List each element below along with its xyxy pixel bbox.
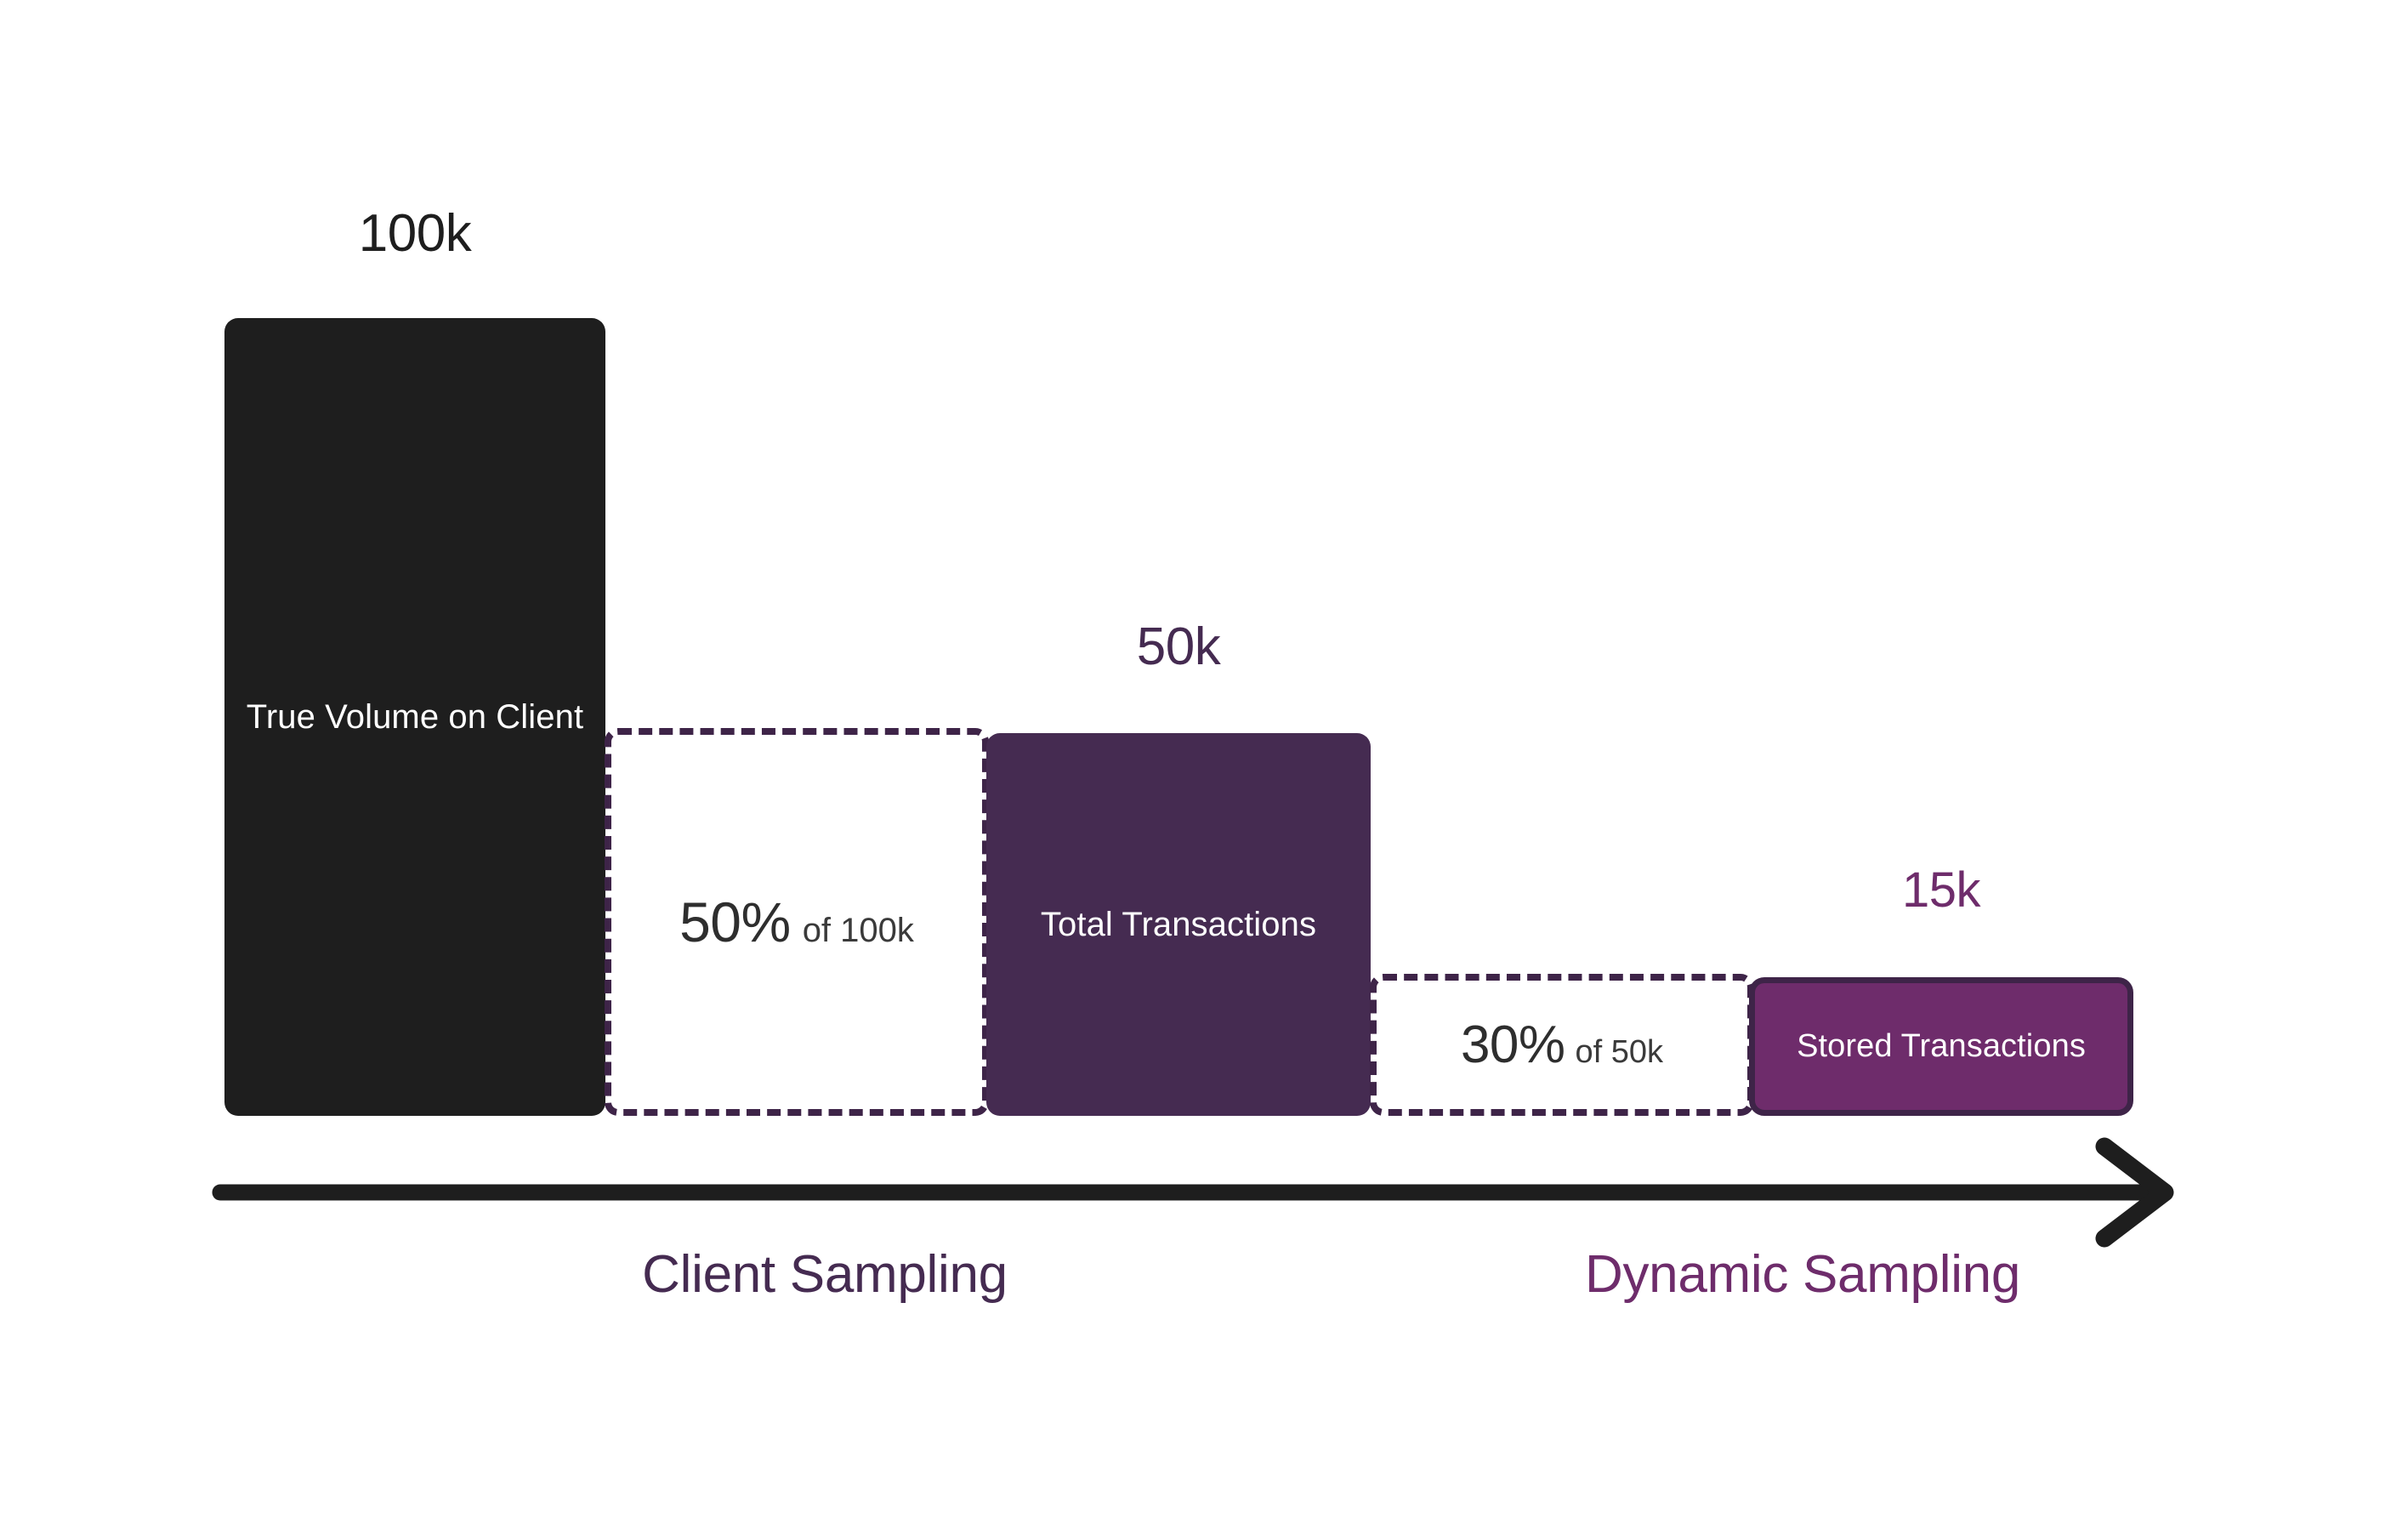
phase-label-client-sampling: Client Sampling bbox=[642, 1245, 1008, 1304]
reduction-base-dynamic-sampling: of 50k bbox=[1575, 1034, 1664, 1070]
reduction-text-dynamic-sampling: 30% of 50k bbox=[1461, 1015, 1663, 1075]
reduction-percent-client-sampling: 50% bbox=[679, 890, 791, 953]
bar-true-volume-on-client: True Volume on Client bbox=[224, 318, 605, 1116]
phase-label-dynamic-sampling: Dynamic Sampling bbox=[1584, 1245, 2021, 1304]
value-label-total-transactions: 50k bbox=[1136, 617, 1221, 676]
value-label-true-volume: 100k bbox=[358, 204, 472, 263]
bar-stored-transactions: Stored Transactions bbox=[1749, 977, 2133, 1116]
bar-label-true-volume-on-client: True Volume on Client bbox=[246, 697, 584, 736]
bar-label-total-transactions: Total Transactions bbox=[1040, 905, 1317, 943]
reduction-box-client-sampling: 50% of 100k bbox=[605, 728, 989, 1116]
reduction-text-client-sampling: 50% of 100k bbox=[679, 890, 914, 954]
bar-label-stored-transactions: Stored Transactions bbox=[1797, 1027, 2086, 1064]
right-arrow-icon bbox=[212, 1137, 2174, 1248]
reduction-percent-dynamic-sampling: 30% bbox=[1460, 1015, 1565, 1074]
reduction-base-client-sampling: of 100k bbox=[802, 912, 914, 949]
value-label-stored-transactions: 15k bbox=[1901, 862, 1981, 918]
bar-total-transactions: Total Transactions bbox=[986, 733, 1371, 1116]
reduction-box-dynamic-sampling: 30% of 50k bbox=[1370, 974, 1754, 1116]
